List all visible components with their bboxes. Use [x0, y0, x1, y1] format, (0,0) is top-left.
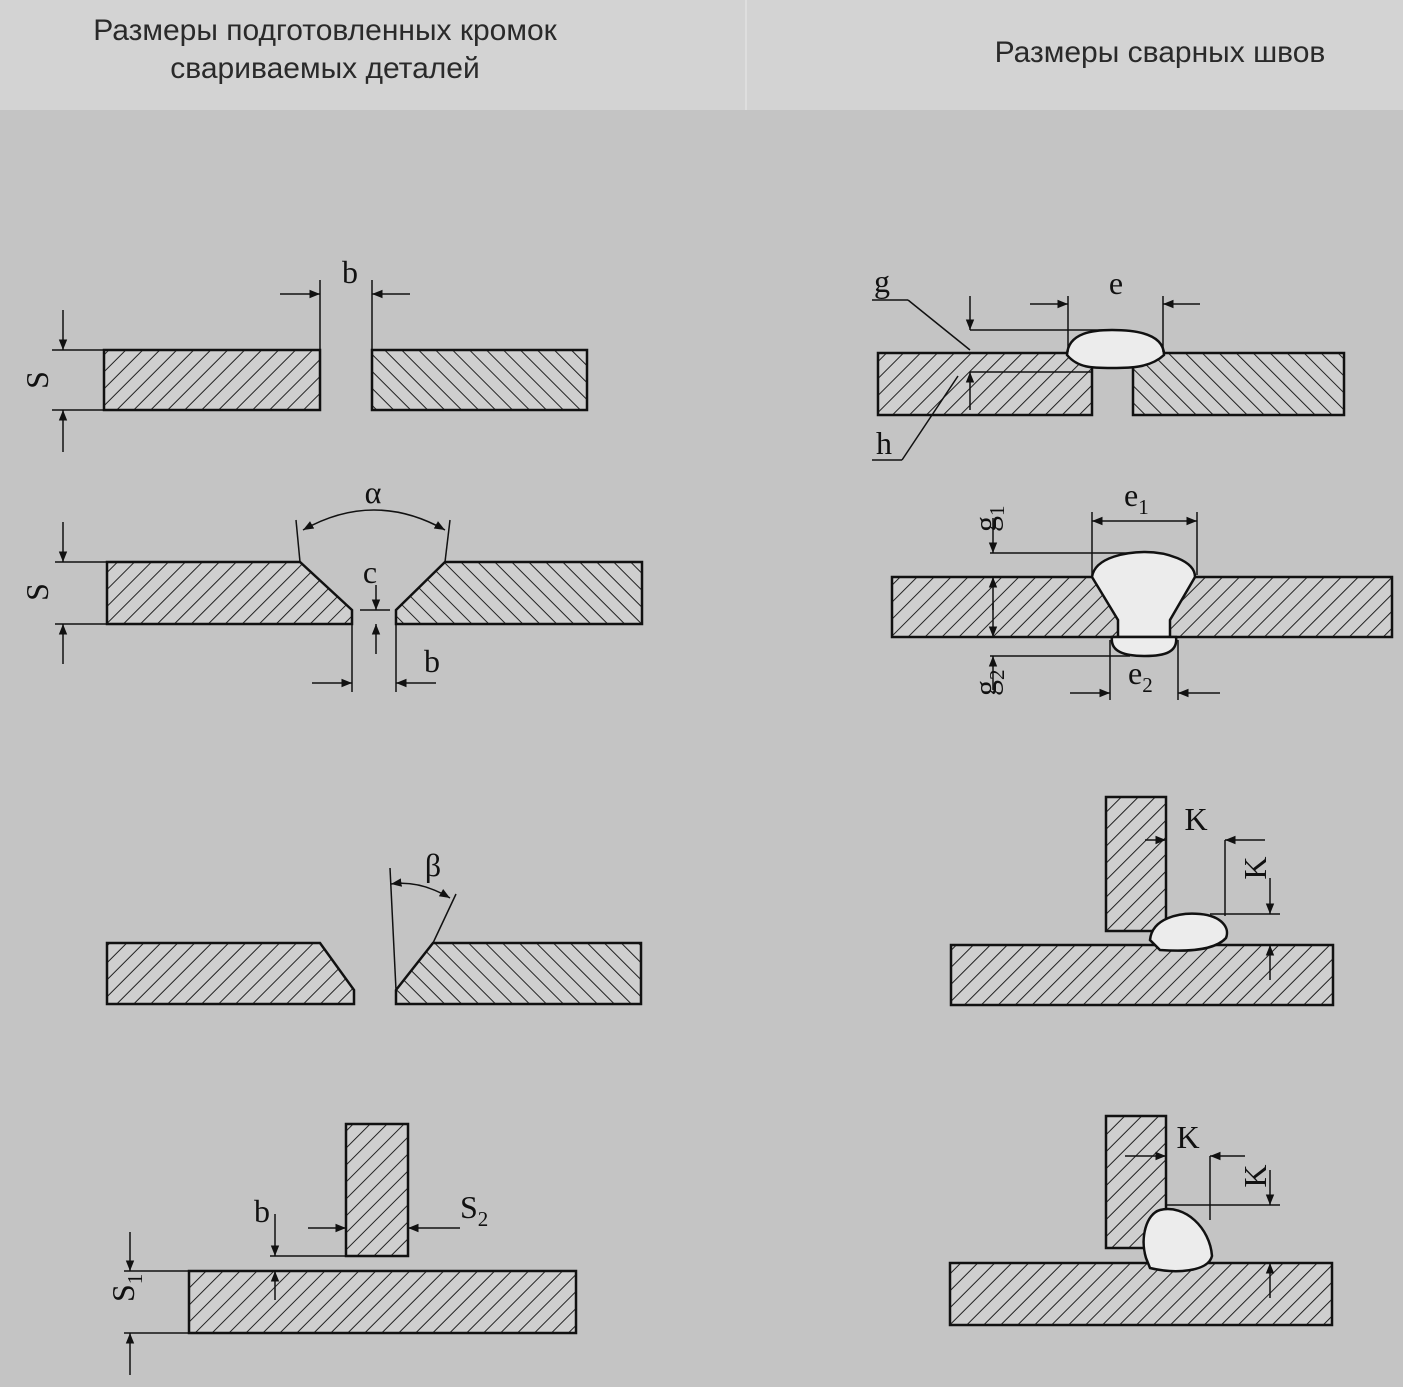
edge-prep-v-groove	[55, 509, 644, 692]
edge-prep-single-bevel	[105, 867, 643, 1006]
label-thickness-s: S	[19, 583, 55, 601]
label-leg-k: K	[1176, 1119, 1199, 1155]
right-column-heading: Размеры сварных швов	[994, 36, 1326, 69]
plate-left	[102, 348, 322, 412]
label-gap-b: b	[342, 254, 358, 290]
label-width-e: e	[1109, 265, 1123, 301]
plate-horizontal	[948, 1261, 1334, 1327]
weld-bead	[1065, 328, 1166, 370]
label-leg-k: K	[1237, 856, 1273, 879]
weld-top-bead	[1090, 550, 1197, 639]
plate-left	[876, 351, 1094, 417]
fillet-weld-bead	[1142, 1207, 1214, 1273]
label-root-face-c: c	[363, 554, 377, 590]
edge-prep-tee-joint	[124, 1122, 578, 1375]
label-gap-b: b	[254, 1193, 270, 1229]
label-e1: e1	[1124, 477, 1149, 519]
label-g1: g1	[967, 506, 1009, 533]
label-bevel-beta: β	[425, 847, 441, 883]
label-s1: S1	[105, 1274, 147, 1302]
plate-left	[105, 560, 354, 626]
header-band	[0, 0, 1403, 110]
label-e2: e2	[1128, 655, 1153, 697]
left-heading-line-2: свариваемых деталей	[170, 52, 480, 85]
plate-left	[105, 941, 356, 1006]
plate-vertical	[1104, 795, 1168, 933]
plate-right	[1131, 351, 1346, 417]
label-leg-k: K	[1237, 1164, 1273, 1187]
label-gap-b: b	[424, 643, 440, 679]
plate-right	[394, 560, 644, 626]
angle-beta-arc	[390, 878, 451, 899]
plate-right	[370, 348, 589, 412]
plate-vertical	[344, 1122, 410, 1258]
label-g2: g2	[967, 670, 1009, 697]
weld-root-bead	[1110, 635, 1178, 658]
angle-alpha-arc	[302, 509, 446, 531]
label-thickness-s: S	[19, 371, 55, 389]
plate-horizontal	[187, 1269, 578, 1335]
label-s2: S2	[460, 1189, 488, 1231]
header-divider	[745, 0, 747, 110]
weld-fillet-large	[948, 1114, 1334, 1327]
plate-right	[394, 941, 643, 1006]
left-column-heading: Размеры подготовленных кромок свариваемы…	[20, 12, 630, 88]
left-heading-line-1: Размеры подготовленных кромок	[93, 14, 557, 47]
edge-prep-square-butt	[52, 280, 589, 452]
weld-butt-one-sided	[872, 296, 1346, 461]
plate-horizontal	[949, 943, 1335, 1007]
label-penetration-h: h	[876, 425, 892, 461]
label-leg-k: K	[1184, 801, 1207, 837]
weld-fillet-convex	[949, 795, 1335, 1007]
label-reinforcement-g: g	[874, 263, 890, 299]
fillet-weld-bead	[1148, 912, 1229, 952]
label-angle-alpha: α	[365, 474, 382, 510]
weld-butt-two-sided	[890, 512, 1394, 700]
